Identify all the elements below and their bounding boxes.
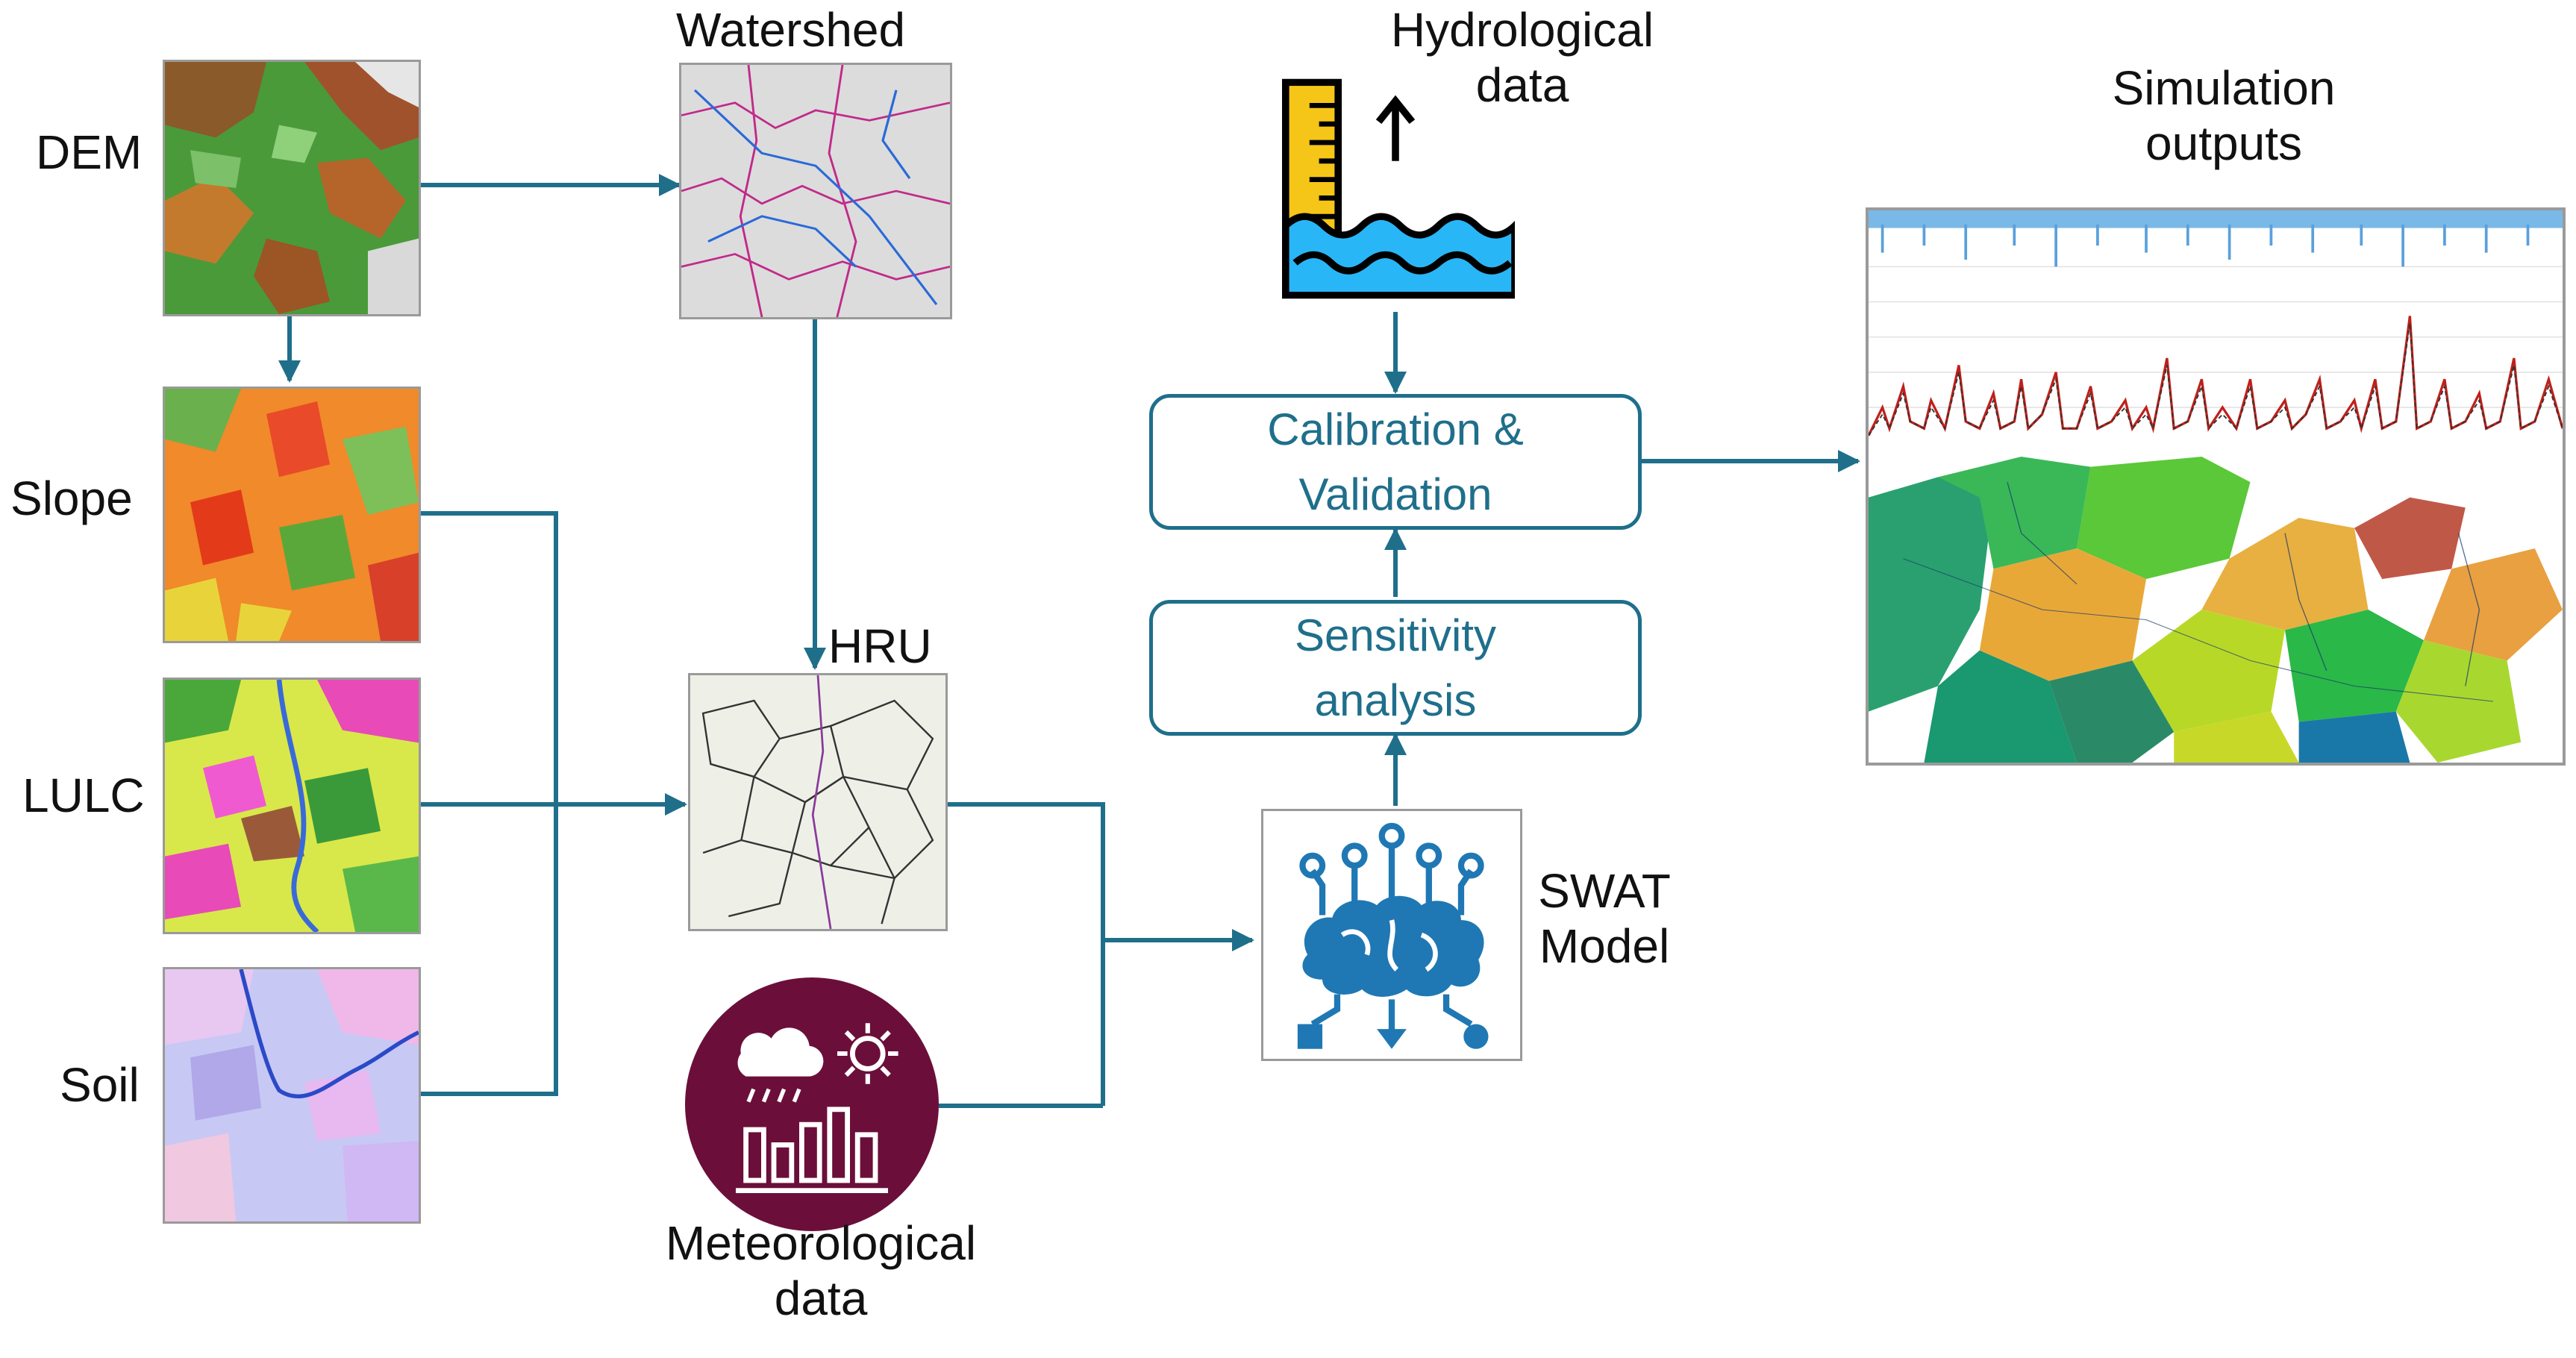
swat-line1: SWAT: [1538, 864, 1671, 918]
soil-map: [163, 967, 421, 1224]
meteorological-line2: data: [774, 1271, 868, 1325]
slope-map: [163, 387, 421, 643]
soil-label: Soil: [60, 1058, 140, 1112]
sensitivity-line2: analysis: [1314, 675, 1477, 725]
lulc-map: [163, 678, 421, 934]
slope-label: Slope: [10, 472, 133, 525]
calibration-line1: Calibration &: [1267, 404, 1524, 454]
simulation-outputs-panel: [1866, 207, 2566, 766]
sensitivity-line1: Sensitivity: [1294, 610, 1497, 660]
swat-label: SWAT Model: [1522, 864, 1686, 974]
watershed-label: Watershed: [676, 3, 906, 57]
hru-label: HRU: [828, 619, 932, 673]
hydrological-line1: Hydrological: [1390, 3, 1654, 57]
swat-line2: Model: [1539, 919, 1670, 973]
meteorological-label: Meteorological data: [612, 1216, 1030, 1326]
line-hru-to-merge: [944, 802, 1105, 1106]
lulc-label: LULC: [22, 769, 145, 822]
dem-label: DEM: [36, 125, 143, 179]
simulation-subbasin-map: [1869, 457, 2563, 763]
sensitivity-analysis-box: Sensitivity analysis: [1149, 600, 1642, 736]
simulation-line2: outputs: [2145, 116, 2302, 170]
meteorological-icon: [685, 977, 939, 1231]
hydrological-icon: [1276, 73, 1519, 304]
calibration-validation-box: Calibration & Validation: [1149, 394, 1642, 530]
hydrological-label: Hydrological data: [1328, 3, 1716, 113]
swat-model-icon: [1261, 809, 1522, 1061]
meteorological-line1: Meteorological: [665, 1216, 977, 1270]
hru-map: [688, 673, 948, 931]
simulation-hydrograph: [1869, 210, 2563, 457]
watershed-map: [679, 63, 952, 319]
simulation-outputs-label: Simulation outputs: [2000, 61, 2448, 171]
dem-map: [163, 60, 421, 316]
simulation-line1: Simulation: [2112, 61, 2336, 115]
calibration-line2: Validation: [1298, 469, 1492, 519]
hydrological-line2: data: [1475, 57, 1569, 112]
